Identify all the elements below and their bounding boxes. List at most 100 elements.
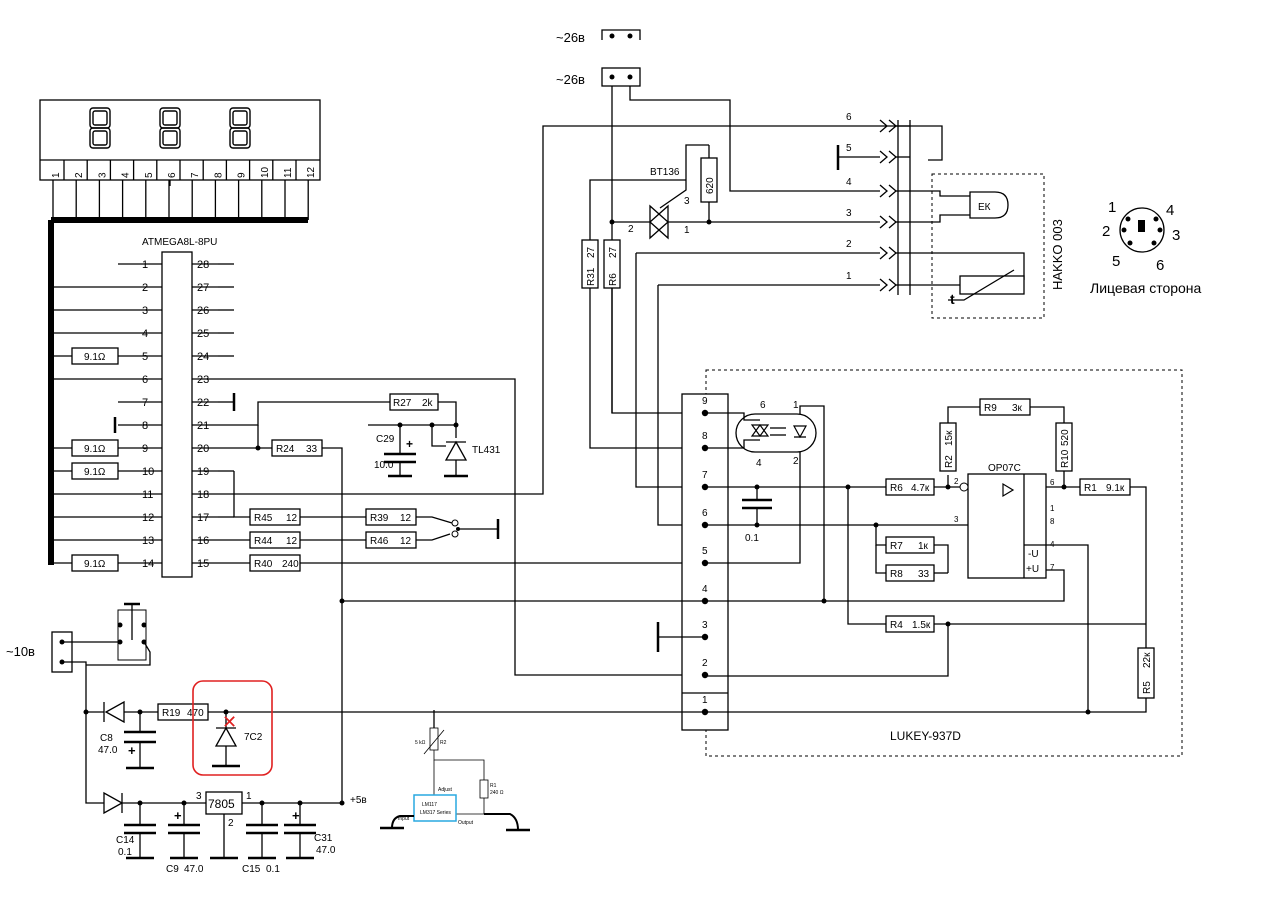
display-pin-6: 6 bbox=[167, 172, 178, 178]
mcu-atmega8: ATMEGA8L-8PU 123456789101112131428272625… bbox=[136, 237, 218, 578]
resistor-r39-value: 12 bbox=[400, 513, 412, 524]
svg-text:6: 6 bbox=[1050, 478, 1055, 487]
display-pin-11: 11 bbox=[283, 167, 294, 178]
mcu-pin-25: 25 bbox=[197, 328, 209, 340]
din-connector: 1 4 2 3 5 6 Лицевая сторона bbox=[1090, 199, 1202, 296]
supply-26v-label: ~26в bbox=[556, 72, 585, 87]
mcu-pin-5: 5 bbox=[142, 351, 148, 363]
svg-text:+U: +U bbox=[1026, 564, 1039, 575]
mcu-pin-12: 12 bbox=[142, 512, 154, 524]
display-pin-7: 7 bbox=[190, 172, 201, 178]
svg-text:R2: R2 bbox=[440, 740, 447, 746]
lukey-pin-2: 2 bbox=[702, 658, 708, 669]
svg-text:3к: 3к bbox=[1012, 403, 1023, 414]
svg-text:0.1: 0.1 bbox=[118, 847, 132, 858]
svg-text:LM117: LM117 bbox=[422, 802, 437, 808]
svg-text:1: 1 bbox=[246, 791, 252, 802]
digit-2 bbox=[159, 107, 181, 149]
lukey-pin-9: 9 bbox=[702, 396, 708, 407]
mcu-pin-18: 18 bbox=[197, 489, 209, 501]
hakko-pin-6: 6 bbox=[846, 112, 852, 123]
display-pin-5: 5 bbox=[144, 172, 155, 178]
resistor-seg9-value: 9.1Ω bbox=[84, 444, 106, 455]
svg-text:47.0: 47.0 bbox=[316, 845, 336, 856]
resistor-seg5 bbox=[71, 347, 119, 365]
mcu-pin-26: 26 bbox=[197, 305, 209, 317]
svg-text:470: 470 bbox=[187, 708, 204, 719]
svg-text:1: 1 bbox=[684, 225, 690, 236]
gate-resistors: R31 27 R6 27 bbox=[581, 239, 705, 449]
svg-text:R1: R1 bbox=[1084, 483, 1097, 494]
digit-1 bbox=[89, 107, 111, 149]
svg-text:C14: C14 bbox=[116, 835, 135, 846]
svg-text:Input: Input bbox=[398, 816, 410, 822]
lukey-pin-5: 5 bbox=[702, 546, 708, 557]
din-caption: Лицевая сторона bbox=[1090, 280, 1202, 296]
digit-3 bbox=[229, 107, 251, 149]
c29-value: 10.0 bbox=[374, 460, 394, 471]
svg-text:-U: -U bbox=[1028, 549, 1039, 560]
display-pin-1: 1 bbox=[51, 172, 62, 178]
resistor-r45-value: 12 bbox=[286, 513, 298, 524]
svg-text:2: 2 bbox=[228, 818, 234, 829]
svg-text:1: 1 bbox=[793, 400, 799, 411]
resistor-r27-label: R27 bbox=[393, 398, 412, 409]
svg-text:6: 6 bbox=[760, 400, 766, 411]
resistor-r39-label: R39 bbox=[370, 513, 389, 524]
display-pin-10: 10 bbox=[260, 166, 271, 178]
mcu-pin-24: 24 bbox=[197, 351, 209, 363]
lm317-chip bbox=[413, 794, 457, 822]
svg-text:240 Ω: 240 Ω bbox=[490, 790, 504, 796]
supply-26v-top-label: ~26в bbox=[556, 30, 585, 45]
display-pin-4: 4 bbox=[121, 172, 132, 178]
c29-label: C29 bbox=[376, 434, 395, 445]
svg-text:LM317 Series: LM317 Series bbox=[420, 810, 451, 816]
svg-text:47.0: 47.0 bbox=[98, 745, 118, 756]
svg-text:7805: 7805 bbox=[208, 797, 235, 811]
hakko-label: HAKKO 003 bbox=[1050, 219, 1065, 290]
svg-text:15к: 15к bbox=[944, 430, 955, 446]
heater-label: ЕК bbox=[978, 202, 991, 213]
svg-text:R6: R6 bbox=[608, 273, 619, 286]
svg-text:Adjust: Adjust bbox=[438, 787, 453, 793]
svg-text:2: 2 bbox=[1102, 223, 1110, 240]
resistor-seg10 bbox=[71, 462, 119, 480]
svg-text:C9: C9 bbox=[166, 864, 179, 875]
resistor-r44-label: R44 bbox=[254, 536, 273, 547]
hakko-pin-5: 5 bbox=[846, 143, 852, 154]
mcu-pin-11: 11 bbox=[142, 489, 153, 501]
resistor-r45-label: R45 bbox=[254, 513, 273, 524]
lukey-label: LUKEY-937D bbox=[890, 729, 961, 743]
svg-text:R8: R8 bbox=[890, 569, 903, 580]
svg-text:47.0: 47.0 bbox=[184, 864, 204, 875]
svg-text:4: 4 bbox=[756, 458, 762, 469]
mcu-name: ATMEGA8L-8PU bbox=[142, 237, 217, 248]
mcu-pin-20: 20 bbox=[197, 443, 209, 455]
opamp-section: OP07C -U +U 2 3 6 1 8 4 7 R6 4.7к R2 15к… bbox=[339, 398, 1155, 715]
removed-mark-icon: ✕ bbox=[222, 712, 237, 732]
lukey-pin-6: 6 bbox=[702, 508, 708, 519]
supply-26v: ~26в bbox=[556, 67, 880, 413]
svg-text:33: 33 bbox=[918, 569, 930, 580]
triac-bt136: BT136 2 3 1 620 bbox=[589, 144, 880, 240]
svg-text:1: 1 bbox=[1050, 504, 1055, 513]
mcu-pin-22: 22 bbox=[197, 397, 209, 409]
mcu-pin-10: 10 bbox=[142, 466, 154, 478]
svg-text:0.1: 0.1 bbox=[266, 864, 280, 875]
svg-text:+: + bbox=[292, 808, 300, 823]
svg-text:+: + bbox=[128, 743, 136, 758]
mcu-pin-13: 13 bbox=[142, 535, 154, 547]
mcu-pin-23: 23 bbox=[197, 374, 209, 386]
power-supply: ~10в + C8 47.0 R19 470 bbox=[6, 602, 705, 875]
mcu-pin-8: 8 bbox=[142, 420, 148, 432]
resistor-r27-value: 2k bbox=[422, 398, 434, 409]
svg-text:2: 2 bbox=[954, 477, 959, 486]
svg-text:C31: C31 bbox=[314, 833, 333, 844]
mcu-pin-4: 4 bbox=[142, 328, 148, 340]
svg-text:R9: R9 bbox=[984, 403, 997, 414]
svg-text:R6: R6 bbox=[890, 483, 903, 494]
svg-text:5 kΩ: 5 kΩ bbox=[415, 740, 426, 746]
